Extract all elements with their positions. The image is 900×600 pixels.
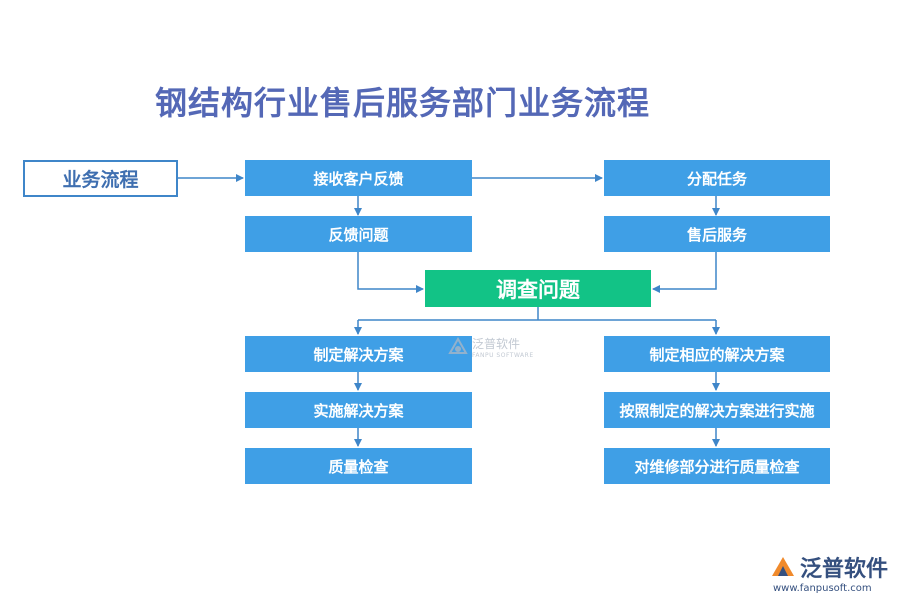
- brand-name: 泛普软件: [800, 557, 889, 582]
- node-receive-feedback: 接收客户反馈: [245, 160, 472, 196]
- watermark-logo-icon: [448, 336, 468, 354]
- node-investigate: 调查问题: [425, 270, 651, 307]
- node-quality-check: 质量检查: [245, 448, 472, 484]
- brand-logo: 泛普软件: [770, 551, 888, 583]
- diagram-title: 钢结构行业售后服务部门业务流程: [155, 84, 651, 122]
- node-assign-task: 分配任务: [604, 160, 830, 196]
- node-make-matching-plan: 制定相应的解决方案: [604, 336, 830, 372]
- node-repair-quality-check: 对维修部分进行质量检查: [604, 448, 830, 484]
- brand-logo-icon: [772, 557, 794, 576]
- node-feedback-issue: 反馈问题: [245, 216, 472, 252]
- brand-url: www.fanpusoft.com: [773, 583, 872, 594]
- node-implement-plan: 实施解决方案: [245, 392, 472, 428]
- node-after-sales: 售后服务: [604, 216, 830, 252]
- start-node: 业务流程: [23, 160, 178, 197]
- watermark-sub: FANPU SOFTWARE: [472, 352, 534, 359]
- node-make-plan: 制定解决方案: [245, 336, 472, 372]
- watermark: 泛普软件 FANPU SOFTWARE: [447, 335, 534, 359]
- arrow-aftersales-to-investigate: [652, 252, 717, 293]
- arrow-feedback-to-investigate: [357, 252, 424, 293]
- node-implement-by-plan: 按照制定的解决方案进行实施: [604, 392, 830, 428]
- watermark-name: 泛普软件: [472, 337, 521, 351]
